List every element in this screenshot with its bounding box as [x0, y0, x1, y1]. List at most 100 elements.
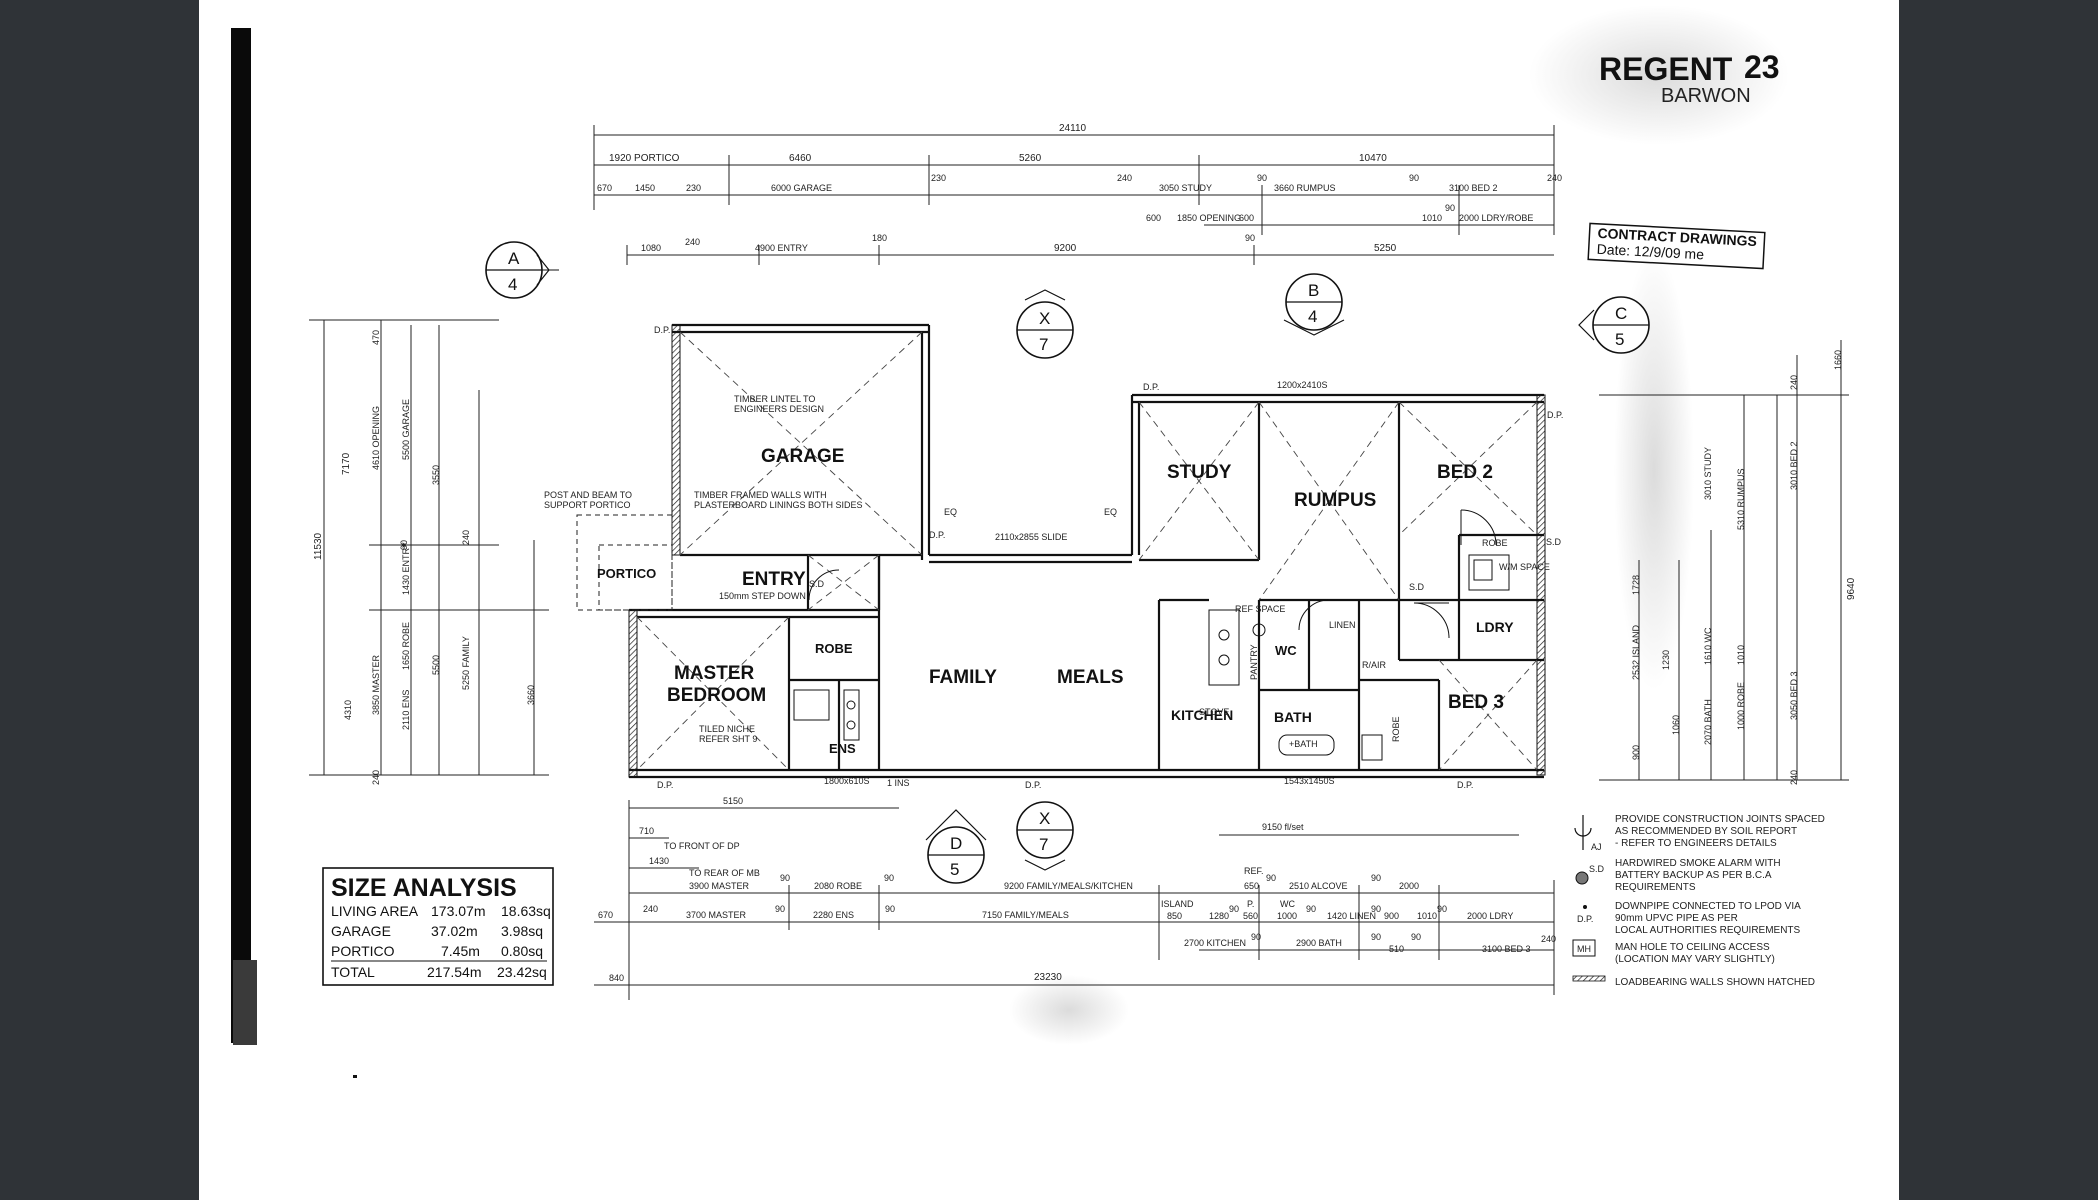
- size-row-sq: 3.98sq: [501, 923, 543, 939]
- dim-top: 240: [685, 237, 700, 247]
- dim-right: 3050 BED 3: [1789, 671, 1799, 720]
- plan-subtitle: BARWON: [1661, 85, 1751, 107]
- size-row-label: TOTAL: [331, 964, 375, 980]
- dim-bottom: 90: [1437, 904, 1447, 914]
- note-sd: S.D: [1546, 537, 1562, 547]
- note-dp: D.P.: [1547, 410, 1563, 420]
- size-row-sq: 0.80sq: [501, 943, 543, 959]
- dim-bottom: 850: [1167, 911, 1182, 921]
- dim-bottom: 90: [1229, 904, 1239, 914]
- room-label-bed3: BED 3: [1448, 692, 1504, 713]
- dim-right: 240: [1789, 770, 1799, 785]
- size-row-label: GARAGE: [331, 923, 391, 939]
- dim-bottom: 90: [1371, 932, 1381, 942]
- size-row-label: PORTICO: [331, 943, 395, 959]
- dim-left: 7170: [341, 452, 352, 475]
- legend-text: LOCAL AUTHORITIES REQUIREMENTS: [1615, 925, 1801, 936]
- room-label-linen: LINEN: [1329, 620, 1356, 630]
- room-label-robe2: ROBE: [1482, 538, 1508, 548]
- note-slider-bottom: 1543x1450S: [1284, 776, 1335, 786]
- dim-bottom: ISLAND: [1161, 899, 1194, 909]
- dim-top: 90: [1245, 233, 1255, 243]
- dim-right: 2532 ISLAND: [1631, 624, 1641, 680]
- legend-text: REQUIREMENTS: [1615, 882, 1696, 893]
- legend-text: MAN HOLE TO CEILING ACCESS: [1615, 942, 1770, 953]
- room-label-study: STUDY: [1167, 462, 1232, 483]
- note-dp: D.P.: [654, 325, 670, 335]
- section-b-sheet: 4: [1308, 307, 1317, 326]
- dim-right: 3010 BED 2: [1789, 441, 1799, 490]
- section-b-letter: B: [1308, 281, 1319, 300]
- legend-item-downpipe: D.P. DOWNPIPE CONNECTED TO LPOD VIA 90mm…: [1577, 901, 1801, 936]
- room-label-ref-space: REF SPACE: [1235, 604, 1285, 614]
- legend-text: - REFER TO ENGINEERS DETAILS: [1615, 838, 1777, 849]
- dim-bottom: 510: [1389, 944, 1404, 954]
- dim-bottom: 900: [1384, 911, 1399, 921]
- size-row-m2: 37.02m: [431, 923, 478, 939]
- dim-bottom: 3900 MASTER: [689, 881, 750, 891]
- dim-left: 3550: [431, 465, 441, 485]
- floor-plan-drawing: REGENT 23 BARWON CONTRACT DRAWINGS Date:…: [231, 5, 1857, 1078]
- note-dp: D.P.: [1457, 780, 1473, 790]
- dim-bottom: 9200 FAMILY/MEALS/KITCHEN: [1004, 881, 1133, 891]
- size-row-label: LIVING AREA: [331, 903, 419, 919]
- walls: [628, 323, 1546, 779]
- dim-right: 1060: [1671, 715, 1681, 735]
- section-marker-b: B 4: [1283, 273, 1345, 336]
- scan-edge-bar: [231, 28, 251, 1043]
- dim-bottom: 2900 BATH: [1296, 938, 1342, 948]
- section-marker-a: A 4: [485, 241, 559, 299]
- left-dimensions: [309, 319, 549, 776]
- dim-bottom: 90: [775, 904, 785, 914]
- note-timber-framed: TIMBER FRAMED WALLS WITH: [694, 490, 827, 500]
- scan-smudge: [1614, 250, 1694, 690]
- room-label-entry: ENTRY: [742, 569, 806, 590]
- dim-bottom: 2700 KITCHEN: [1184, 938, 1246, 948]
- right-dimensions: [1599, 340, 1849, 781]
- dim-top: 10470: [1359, 153, 1387, 164]
- dim-left: 11530: [313, 532, 324, 560]
- dim-right: 240: [1789, 375, 1799, 390]
- legend-text: (LOCATION MAY VARY SLIGHTLY): [1615, 954, 1775, 965]
- note-eq: EQ: [1104, 507, 1117, 517]
- dim-bottom: 90: [1306, 904, 1316, 914]
- scan-dot: [353, 1075, 357, 1078]
- dim-bottom: 5150: [723, 796, 743, 806]
- legend-text: PROVIDE CONSTRUCTION JOINTS SPACED: [1615, 814, 1825, 825]
- dim-left: 5250 FAMILY: [461, 636, 471, 690]
- dim-overall-width: 24110: [1059, 123, 1087, 134]
- dim-top: 3050 STUDY: [1159, 183, 1212, 193]
- section-x2-sheet: 7: [1039, 835, 1048, 854]
- section-marker-x-top: X 7: [1016, 289, 1074, 359]
- note-ins: 1 INS: [887, 778, 910, 788]
- dim-left: 5500 GARAGE: [401, 399, 411, 460]
- dim-bottom-left: 840: [609, 973, 624, 983]
- room-label-pantry: PANTRY: [1249, 644, 1259, 680]
- dim-top: 240: [1117, 173, 1132, 183]
- room-label-bed2: BED 2: [1437, 462, 1493, 483]
- dim-right: 900: [1631, 745, 1641, 760]
- scan-edge-bar-lower: [233, 960, 257, 1045]
- section-x2-letter: X: [1039, 809, 1050, 828]
- note-post-beam: POST AND BEAM TO: [544, 490, 632, 500]
- room-label-portico: PORTICO: [597, 566, 656, 581]
- dim-bottom: 90: [780, 873, 790, 883]
- plan-title: REGENT: [1599, 51, 1733, 87]
- size-analysis-heading: SIZE ANALYSIS: [331, 874, 517, 902]
- dim-bottom: 90: [1371, 904, 1381, 914]
- size-row-sq: 18.63sq: [501, 903, 551, 919]
- bath-fixture-label: +BATH: [1289, 739, 1318, 749]
- note-slider-meals: 2110x2855 SLIDE: [995, 532, 1067, 542]
- dim-top: 230: [686, 183, 701, 193]
- dim-bottom: 670: [598, 910, 613, 920]
- room-label-robe3: ROBE: [1391, 716, 1401, 742]
- legend-item-manhole: MH MAN HOLE TO CEILING ACCESS (LOCATION …: [1572, 939, 1775, 965]
- note-dp: D.P.: [1025, 780, 1041, 790]
- dim-right: 1610 WC: [1703, 627, 1713, 665]
- legend-text: BATTERY BACKUP AS PER B.C.A: [1615, 870, 1772, 881]
- legend-text: LOADBEARING WALLS SHOWN HATCHED: [1615, 977, 1815, 988]
- note-engineers-design: ENGINEERS DESIGN: [734, 404, 824, 414]
- dim-bottom: REF.: [1244, 866, 1264, 876]
- dim-bottom: 2000 LDRY: [1467, 911, 1513, 921]
- section-c-letter: C: [1615, 304, 1627, 323]
